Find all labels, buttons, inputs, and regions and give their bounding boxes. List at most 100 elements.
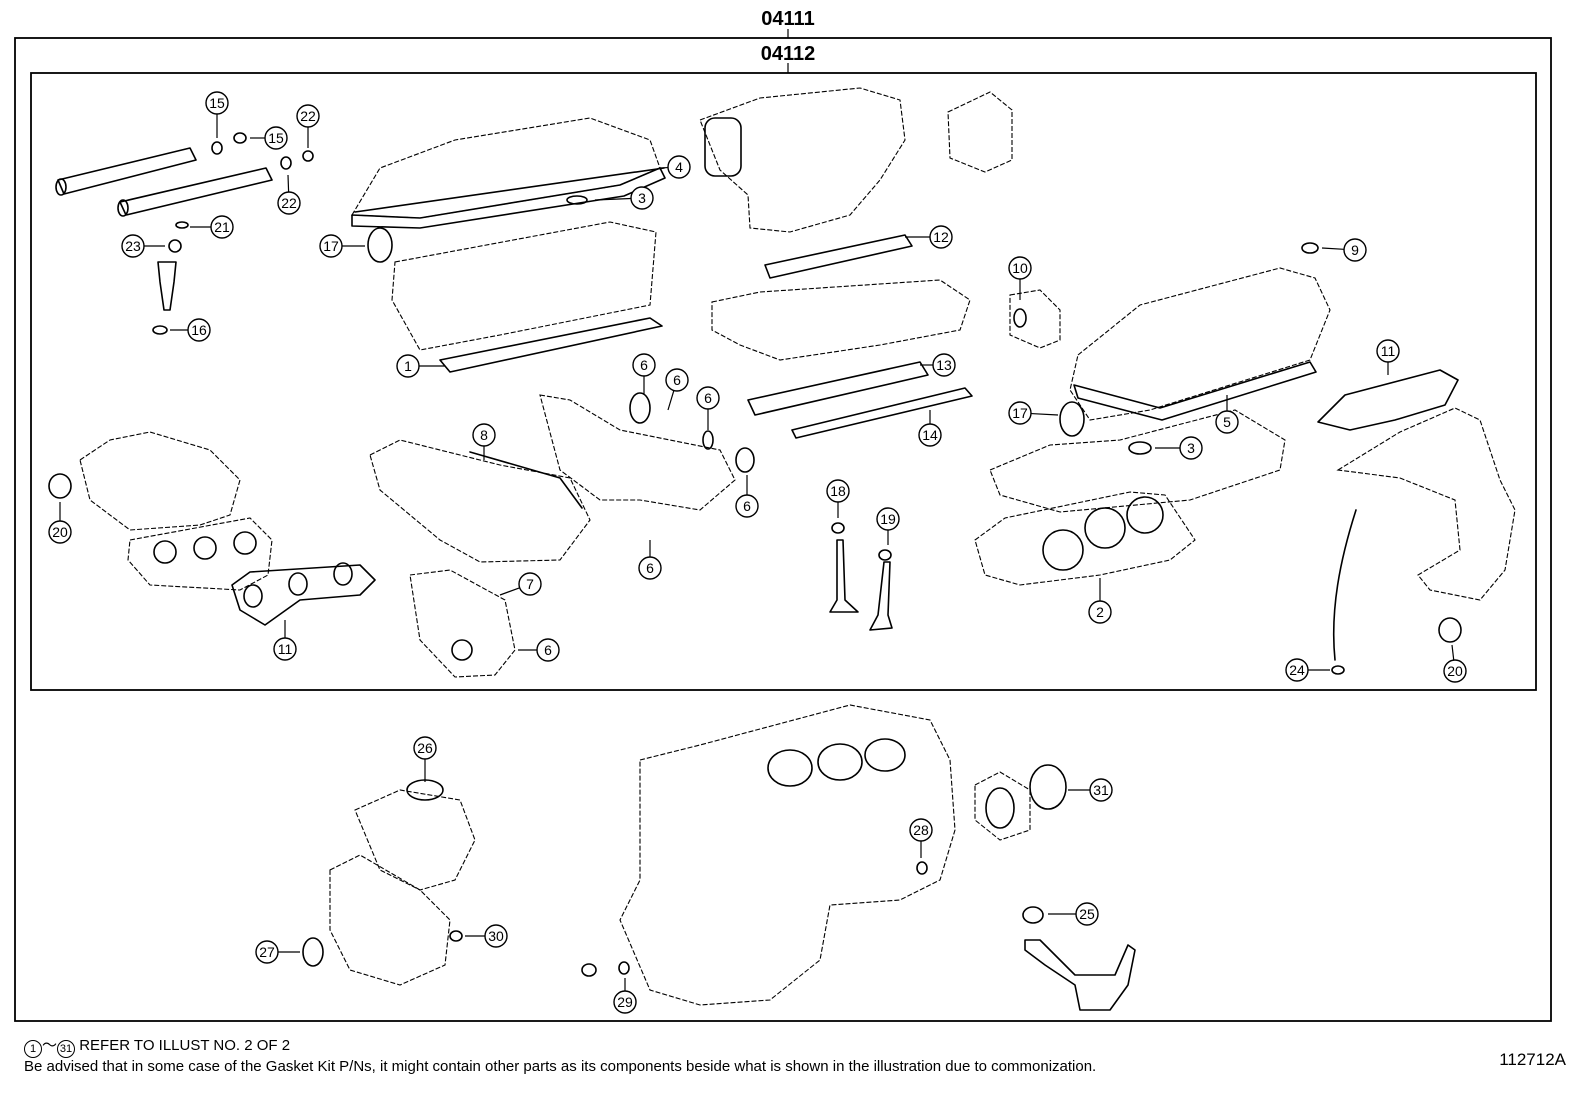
callout-circle	[205, 91, 229, 115]
cylinder-head-gasket	[974, 491, 1196, 586]
callout-leader	[667, 390, 675, 411]
callout-number: 29	[617, 994, 633, 1010]
callout-number: 3	[638, 190, 646, 206]
callout-number: 6	[640, 357, 648, 373]
callout-c29: 29	[613, 978, 637, 1014]
callout-c28: 28	[909, 818, 933, 858]
callout-c12: 12	[905, 225, 953, 249]
callout-c11a: 11	[1376, 339, 1400, 375]
callout-c20b: 20	[1443, 644, 1467, 683]
callout-c13: 13	[920, 353, 956, 377]
callout-number: 5	[1223, 414, 1231, 430]
callout-number: 28	[913, 822, 929, 838]
seal-rings-upper	[48, 132, 1462, 675]
callout-circle	[613, 990, 637, 1014]
callout-number: 10	[1012, 260, 1028, 276]
callout-number: 24	[1289, 662, 1305, 678]
range-separator: ～	[42, 1037, 58, 1054]
callout-c19: 19	[876, 507, 900, 545]
valve-exhaust	[869, 561, 893, 631]
callout-number: 15	[209, 95, 225, 111]
callout-number: 4	[675, 159, 683, 175]
callout-c9: 9	[1321, 238, 1367, 262]
callout-leader	[1451, 644, 1455, 661]
callout-c24: 24	[1285, 658, 1330, 682]
callout-c22a: 22	[296, 104, 320, 148]
callout-leader	[1321, 247, 1345, 250]
timing-cover-upper	[369, 439, 591, 563]
callout-number: 14	[922, 427, 938, 443]
fuel-rail-upper	[55, 147, 197, 196]
callout-circle	[264, 126, 288, 150]
callout-number: 15	[268, 130, 284, 146]
cylinder-block	[619, 704, 956, 1006]
callout-circle	[1285, 658, 1309, 682]
callout-circle	[918, 423, 942, 447]
callout-circle	[932, 353, 956, 377]
cylinder-head-cover-right	[1069, 267, 1331, 421]
callout-c18: 18	[826, 479, 850, 518]
callout-circle	[929, 225, 953, 249]
callout-number: 19	[880, 511, 896, 527]
cylinder-head-right	[989, 409, 1286, 513]
callout-leader	[499, 587, 520, 596]
range-end-badge: 31	[57, 1040, 76, 1058]
callout-c4: 4	[659, 155, 691, 179]
callout-c7: 7	[499, 572, 542, 596]
fuel-rail-lower	[117, 167, 273, 217]
callout-number: 6	[673, 372, 681, 388]
cylinder-head-cover-left	[351, 117, 666, 229]
callout-circle	[296, 104, 320, 128]
range-start-badge: 1	[24, 1040, 42, 1058]
exhaust-manifold-gasket-left	[231, 562, 376, 626]
callout-c6e: 6	[638, 540, 662, 580]
callout-circle	[273, 637, 297, 661]
callout-circle	[1008, 401, 1032, 425]
seal-rings-lower	[302, 764, 1067, 977]
callout-number: 8	[480, 427, 488, 443]
callout-c27: 27	[255, 940, 300, 964]
callout-c1: 1	[396, 354, 445, 378]
callout-number: 18	[830, 483, 846, 499]
callout-number: 22	[281, 195, 297, 211]
callout-c3b: 3	[1155, 436, 1203, 460]
intake-manifold	[699, 87, 906, 233]
oil-strainer	[1024, 939, 1136, 1011]
callout-number: 17	[323, 238, 339, 254]
callout-circle	[909, 818, 933, 842]
exhaust-manifold-left	[79, 431, 273, 591]
callout-number: 13	[936, 357, 952, 373]
refer-note: 1～31 REFER TO ILLUST NO. 2 OF 2	[24, 1034, 290, 1058]
callout-layer: 1233456666667891011111213141515161717181…	[48, 91, 1467, 1014]
manifold-gaskets	[354, 167, 973, 439]
callout-circle	[826, 479, 850, 503]
callout-number: 25	[1079, 906, 1095, 922]
callout-number: 9	[1351, 242, 1359, 258]
callout-c6b: 6	[665, 368, 689, 411]
callout-leader	[594, 197, 632, 201]
callout-number: 27	[259, 944, 275, 960]
callout-c14: 14	[918, 410, 942, 447]
callout-c2: 2	[1088, 578, 1112, 624]
inner-kit-frame	[30, 72, 1537, 691]
callout-c11b: 11	[273, 620, 297, 661]
callout-leader	[287, 174, 290, 193]
callout-circle	[667, 155, 691, 179]
callout-c17b: 17	[1008, 401, 1059, 425]
callout-number: 17	[1012, 405, 1028, 421]
callout-c17a: 17	[319, 234, 365, 258]
callout-c5: 5	[1215, 395, 1239, 434]
callout-number: 16	[191, 322, 207, 338]
callout-c31: 31	[1068, 778, 1113, 802]
callout-c23: 23	[121, 234, 165, 258]
callout-circle	[638, 556, 662, 580]
callout-c6c: 6	[696, 386, 720, 430]
callout-number: 31	[1093, 782, 1109, 798]
callout-circle	[536, 638, 560, 662]
callout-circle	[735, 494, 759, 518]
callout-c16: 16	[170, 318, 211, 342]
fuel-injector	[157, 261, 177, 311]
exhaust-manifold-right	[1317, 369, 1516, 601]
callout-circle	[255, 940, 279, 964]
